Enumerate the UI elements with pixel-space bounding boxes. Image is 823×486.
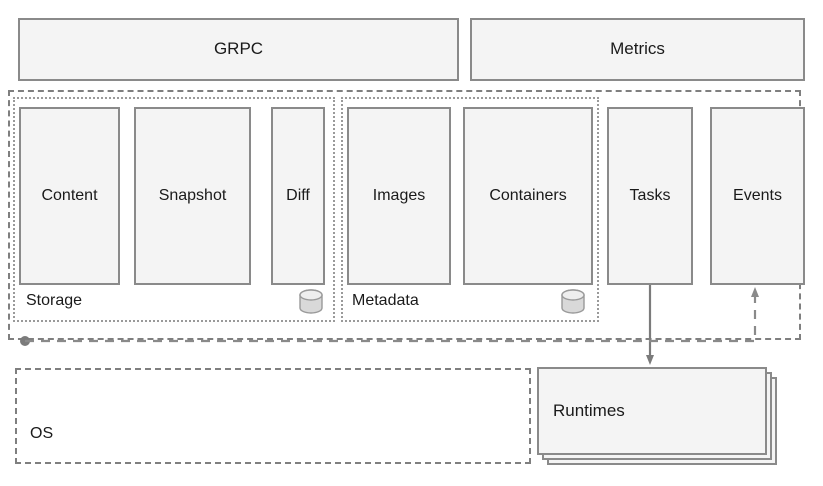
node-os[interactable]: [15, 368, 531, 464]
node-grpc[interactable]: GRPC: [18, 18, 459, 81]
node-diff-label: Diff: [286, 187, 310, 205]
node-metrics-label: Metrics: [610, 39, 665, 59]
database-cylinder-icon: [560, 288, 586, 321]
node-containers-label: Containers: [489, 187, 567, 205]
node-runtimes[interactable]: Runtimes: [537, 367, 777, 467]
node-diff[interactable]: Diff: [271, 107, 325, 285]
node-images-label: Images: [372, 187, 426, 205]
node-events-label: Events: [733, 187, 782, 205]
node-grpc-label: GRPC: [213, 39, 264, 59]
node-images[interactable]: Images: [347, 107, 451, 285]
node-tasks-label: Tasks: [629, 187, 671, 205]
node-runtimes-label: Runtimes: [553, 401, 625, 420]
node-os-label: OS: [30, 425, 54, 442]
runtimes-stack-layer-front[interactable]: Runtimes: [537, 367, 767, 455]
node-content-label: Content: [41, 187, 98, 205]
node-containers[interactable]: Containers: [463, 107, 593, 285]
node-metrics[interactable]: Metrics: [470, 18, 805, 81]
node-snapshot[interactable]: Snapshot: [134, 107, 251, 285]
subsystem-storage-label: Storage: [26, 292, 83, 309]
subsystem-metadata-label: Metadata: [352, 292, 419, 309]
node-snapshot-label: Snapshot: [158, 187, 227, 205]
node-events[interactable]: Events: [710, 107, 805, 285]
node-tasks[interactable]: Tasks: [607, 107, 693, 285]
database-cylinder-icon: [298, 288, 324, 321]
node-content[interactable]: Content: [19, 107, 120, 285]
